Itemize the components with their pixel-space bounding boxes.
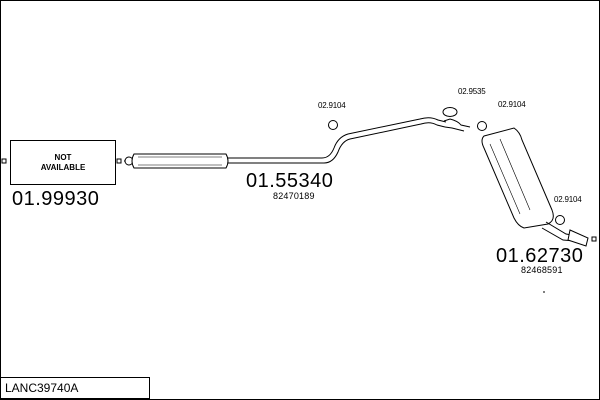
diagram-code: LANC39740A <box>5 381 79 395</box>
clamp-rear-label: 02.9535 <box>458 87 486 96</box>
not-available-box: NOT AVAILABLE <box>10 140 116 185</box>
diagram-code-box: LANC39740A <box>0 377 150 399</box>
rear-clamp <box>442 107 458 117</box>
rear-pipe-joint <box>443 118 471 132</box>
connector-marker-right <box>591 236 597 242</box>
front-part-number: 01.99930 <box>12 188 100 210</box>
middle-pipe <box>228 117 447 159</box>
middle-part-number: 01.55340 <box>246 170 334 192</box>
middle-silencer <box>131 153 229 169</box>
hanger-middle-label: 02.9104 <box>318 101 346 110</box>
middle-pipe-lower <box>228 122 446 164</box>
rear-silencer-shading <box>489 138 531 215</box>
rear-part-number: 01.62730 <box>496 245 584 267</box>
middle-oem-number: 82470189 <box>273 191 315 201</box>
not-available-line1: NOT <box>54 152 72 162</box>
hanger-rear-bottom-label: 02.9104 <box>554 195 582 204</box>
rear-oem-number: 82468591 <box>521 265 563 275</box>
rear-silencer <box>481 127 554 229</box>
not-available-line2: AVAILABLE <box>40 162 86 172</box>
rear-hanger-bottom <box>555 215 565 225</box>
middle-hanger <box>328 120 338 130</box>
rear-hanger-top <box>477 121 487 131</box>
connector-marker-left <box>1 158 7 164</box>
middle-silencer-shading <box>138 156 222 166</box>
hanger-rear-top-label: 02.9104 <box>498 100 526 109</box>
connector-marker-front <box>116 158 122 164</box>
tail-pipe-end <box>567 229 589 247</box>
